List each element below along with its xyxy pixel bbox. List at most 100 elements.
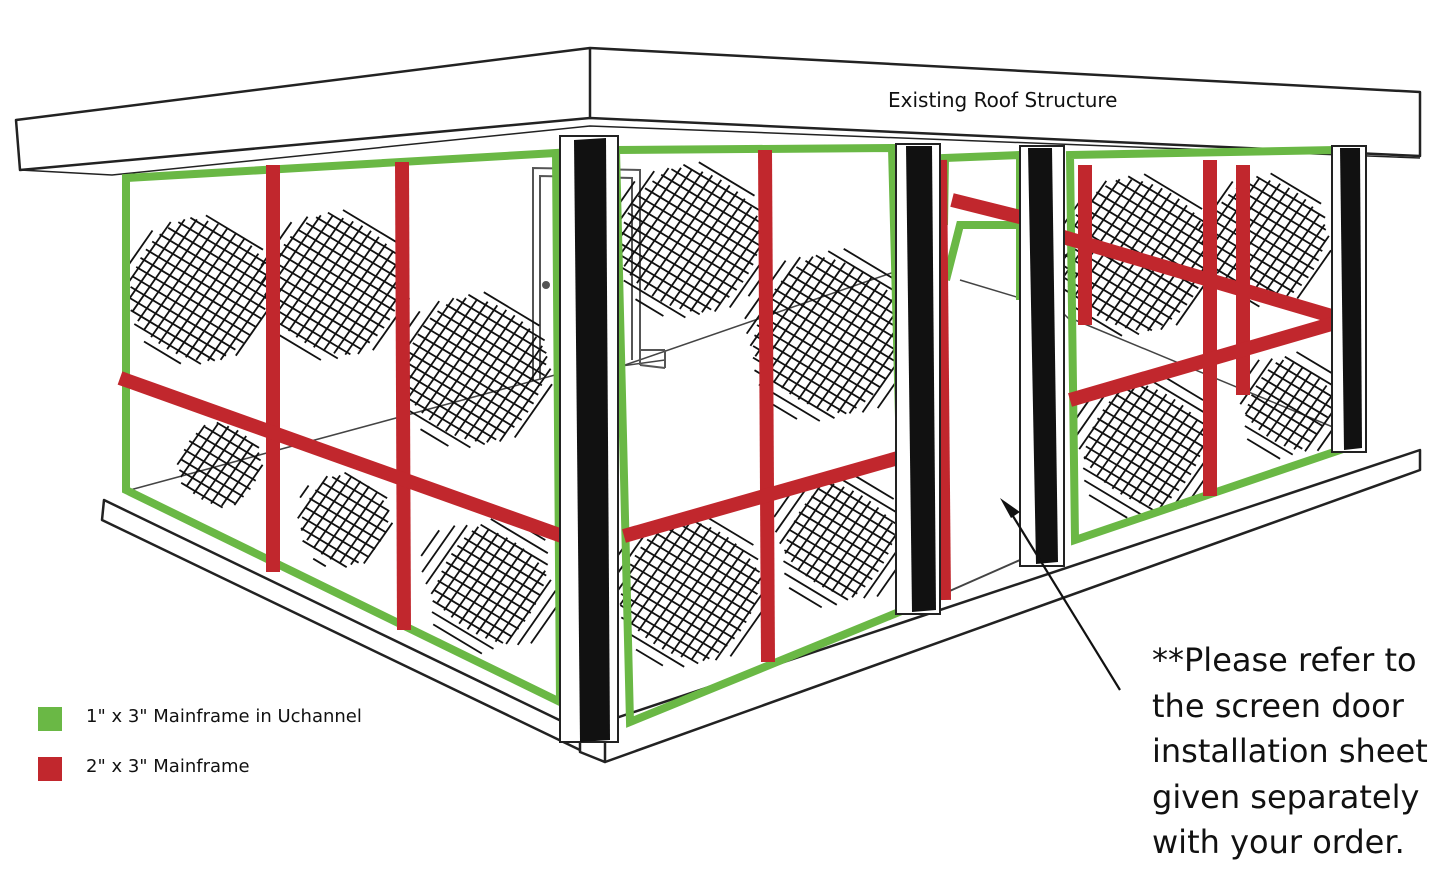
mesh-line [151,240,266,311]
mesh-patch [612,161,768,319]
mesh-line [770,402,798,420]
mesh-patch [260,209,411,361]
mesh-line [1088,435,1180,492]
mesh-line [490,518,549,554]
mesh-line [205,214,264,251]
mesh-line [619,265,701,316]
mesh-line [1120,404,1184,495]
note-line: the screen door [1152,686,1404,725]
mesh-line [837,476,897,513]
mesh-line [1115,179,1211,238]
mesh-line [768,296,893,372]
mesh-line [266,303,351,356]
note-line: with your order. [1152,823,1405,861]
mesh-line [634,554,747,624]
mesh-line [436,528,490,604]
mesh-line [672,519,761,573]
mesh-line [450,537,509,618]
mesh-line [806,289,888,405]
mesh-line [425,524,468,585]
corner-posts [559,135,1367,743]
roof-structure-label: Existing Roof Structure [888,88,1118,112]
legend-swatch-green [38,707,62,731]
mesh-line [454,328,531,437]
mesh-line [516,589,557,646]
mesh-line [1060,274,1153,332]
mesh-line [428,309,508,421]
mesh-line [789,529,873,581]
mesh-line [185,253,260,358]
mesh-line [295,230,372,338]
mesh-line [783,572,838,606]
mesh-line [774,288,897,363]
mesh-line [314,489,386,533]
mesh-line [274,217,344,317]
mesh-line [789,276,873,395]
mesh-line [408,409,471,449]
mesh-line [682,163,761,212]
mesh-line [851,531,899,598]
mesh-line [651,184,731,297]
mesh-line [661,543,737,650]
mesh-line [637,195,754,266]
mesh-line [530,602,560,644]
mesh-line [698,161,755,197]
screen-mesh [125,161,1344,668]
mesh-line [180,482,224,509]
mesh-line [498,368,552,443]
mesh-line [132,275,244,344]
mesh-line [125,221,172,287]
mesh-line [643,179,723,291]
mesh-line [403,383,497,441]
mesh-line [729,604,768,657]
mesh-line [1088,494,1128,519]
mesh-patch [125,214,275,365]
mesh-line [652,536,730,645]
mesh-line [143,340,182,365]
mesh-line [620,231,730,298]
mesh-patch [397,291,553,449]
mesh-line [654,531,758,595]
mesh-line [766,262,846,375]
mesh-line [159,233,269,301]
mesh-line [840,522,893,596]
mesh-line [793,520,879,573]
mesh-line [620,616,699,665]
mesh-line [188,440,257,482]
mesh-line [779,481,824,545]
mesh-patch [613,512,768,668]
mesh-line [629,563,742,632]
mesh-line [773,266,856,382]
mesh-line [713,238,767,313]
mesh-line [300,527,360,564]
mesh-line [1223,187,1291,282]
mesh-line [1096,417,1192,476]
mesh-line [1250,394,1318,436]
mesh-line [652,180,761,247]
mesh-line [1083,479,1143,516]
mesh-line [344,270,405,356]
mesh-line [467,293,546,342]
legend-label-green: 1" x 3" Mainframe in Uchannel [86,706,362,727]
mesh-line [269,270,378,337]
mesh-line [414,301,489,406]
mesh-line [786,538,866,588]
mesh-line [619,604,710,660]
mesh-line [623,221,738,291]
mesh-line [636,174,714,284]
mesh-line [689,215,758,312]
mesh-line [300,474,341,532]
mesh-line [623,279,686,319]
mesh-line [816,297,895,409]
mesh-line [679,206,753,310]
mesh-line [403,297,467,387]
legend-label-red: 2" x 3" Mainframe [86,756,250,777]
mesh-line [790,486,845,563]
mesh-line [412,342,529,413]
mesh-line [635,298,664,317]
mesh-line [1282,235,1330,303]
mesh-line [821,506,880,588]
mesh-line [344,471,388,499]
mesh-line [1247,403,1311,443]
mesh-line [826,305,901,412]
